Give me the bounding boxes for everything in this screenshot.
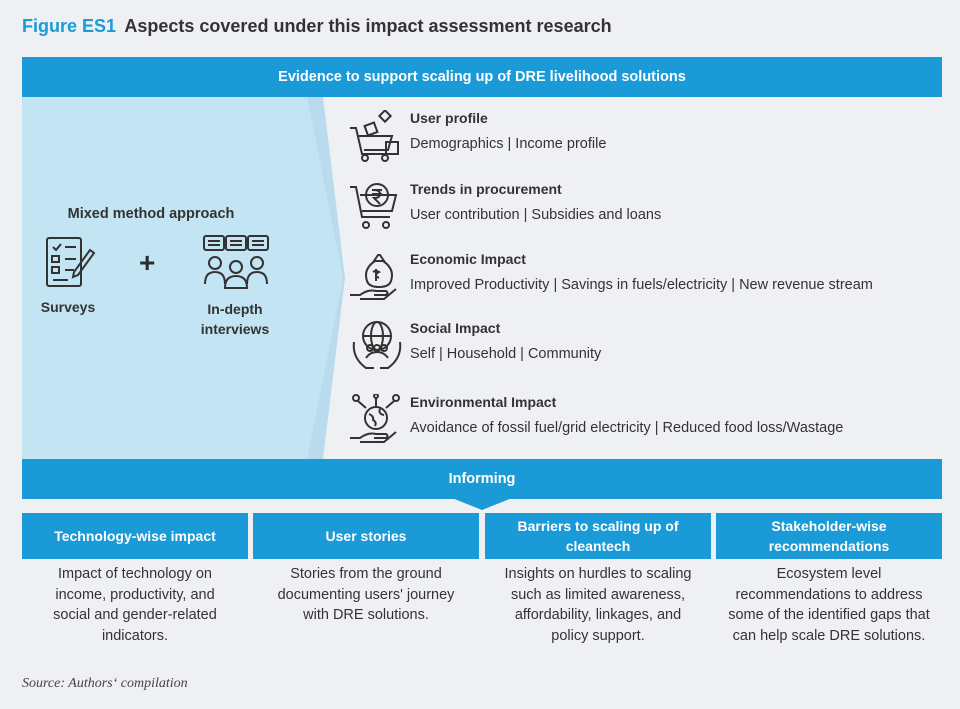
aspect-desc: Self | Household | Community <box>410 346 602 362</box>
informing-banner: Informing <box>22 459 942 499</box>
figure-label: Figure ES1 <box>22 16 117 36</box>
aspect-desc: User contribution | Subsidies and loans <box>410 207 662 223</box>
panel-arrow <box>305 97 345 459</box>
globe-people-hands-icon <box>352 321 402 369</box>
aspect-title: User profile <box>410 110 488 126</box>
aspect-title: Economic Impact <box>410 251 526 267</box>
output-body: Ecosystem level recommendations to addre… <box>728 566 930 644</box>
interviews-label: In-depth interviews <box>200 301 270 337</box>
output-header: Technology-wise impact <box>22 513 248 559</box>
output-body: Stories from the ground documenting user… <box>277 566 455 623</box>
informing-notch <box>452 498 512 510</box>
aspect-title: Environmental Impact <box>410 394 557 410</box>
surveys-label: Surveys <box>40 299 96 315</box>
mixed-method-title: Mixed method approach <box>67 206 235 222</box>
output-body: Insights on hurdles to scaling such as l… <box>504 566 692 644</box>
output-header: Barriers to scaling up of cleantech <box>485 513 711 559</box>
rupee-cart-icon <box>350 183 398 229</box>
output-header: User stories <box>253 513 479 559</box>
aspect-desc: Demographics | Income profile <box>410 136 607 152</box>
figure-title-text: Aspects covered under this impact assess… <box>124 16 612 36</box>
figure-title: Figure ES1 Aspects covered under this im… <box>22 16 612 37</box>
aspect-desc: Avoidance of fossil fuel/grid electricit… <box>410 420 844 436</box>
money-bag-hand-icon <box>350 254 397 300</box>
survey-clipboard-icon <box>46 237 96 287</box>
earth-hand-icon <box>350 394 400 443</box>
method-panel <box>22 97 307 459</box>
aspect-title: Social Impact <box>410 320 501 336</box>
aspect-title: Trends in procurement <box>410 181 562 197</box>
plus-sign: + <box>139 247 156 278</box>
output-body: Impact of technology on income, producti… <box>53 566 217 644</box>
interview-people-icon <box>203 235 269 289</box>
shopping-cart-icon <box>350 110 399 162</box>
source-note: Source: Authors‘ compilation <box>22 676 188 691</box>
output-header: Stakeholder-wise recommendations <box>716 513 942 559</box>
aspect-desc: Improved Productivity | Savings in fuels… <box>410 277 873 293</box>
evidence-banner: Evidence to support scaling up of DRE li… <box>22 57 942 97</box>
